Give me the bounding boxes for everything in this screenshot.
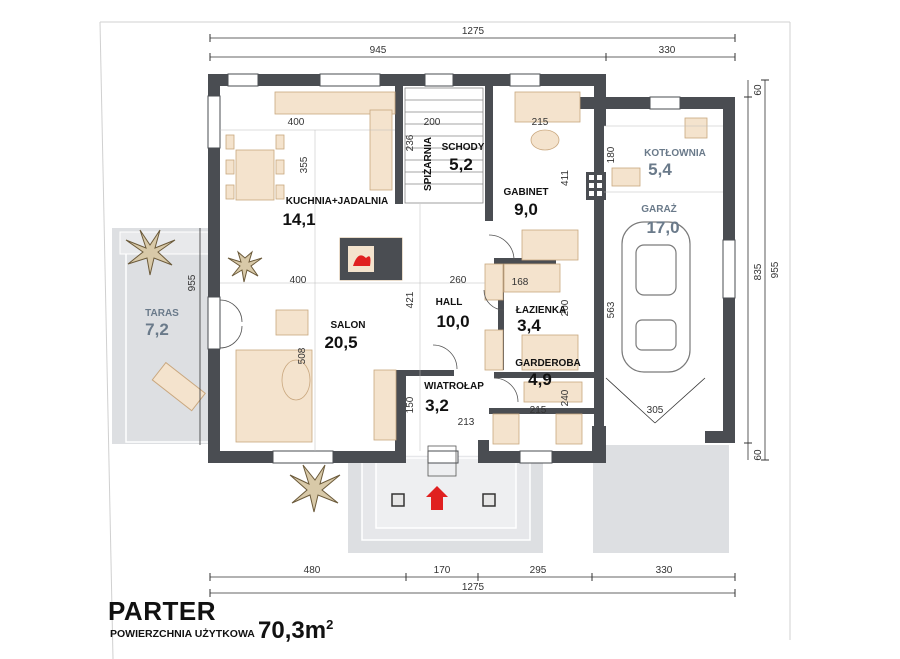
doors <box>219 234 519 477</box>
entrance-arrow-icon <box>426 486 448 510</box>
room-name-kotlownia: KOTŁOWNIA <box>644 148 706 159</box>
plan-subtitle: POWIERZCHNIA UŻYTKOWA <box>110 628 255 640</box>
room-area-garderoba: 4,9 <box>528 370 552 389</box>
inner-dim: 215 <box>530 405 547 416</box>
total-area-unit-sup: 2 <box>326 617 334 632</box>
room-area-gabinet: 9,0 <box>514 200 538 219</box>
dim-top-total: 1275 <box>462 26 485 37</box>
room-name-spizarnia: SPIŻARNIA <box>421 137 434 191</box>
lounger <box>151 361 206 412</box>
room-area-kotlownia: 5,4 <box>648 160 672 179</box>
room-name-taras: TARAS <box>145 308 179 319</box>
inner-dim: 240 <box>560 389 571 406</box>
vent-holes <box>589 175 602 196</box>
inner-dim: 260 <box>450 275 467 286</box>
room-area-wiatrolap: 3,2 <box>425 396 449 415</box>
garage-door <box>605 377 706 424</box>
inner-dim: 355 <box>299 156 310 173</box>
windows <box>207 73 736 464</box>
total-area-value: 70,3m <box>258 617 327 644</box>
dim-bottom-2: 170 <box>434 565 451 576</box>
walls <box>208 74 735 463</box>
planter-right <box>482 493 496 507</box>
dim-bottom-4: 330 <box>656 565 673 576</box>
inner-dim: 215 <box>532 117 549 128</box>
inner-dim: 563 <box>606 301 617 318</box>
dim-right-mid: 835 <box>753 263 764 280</box>
dim-right-top: 60 <box>753 84 764 96</box>
plan-total-area: 70,3m2 <box>258 617 333 645</box>
room-area-taras: 7,2 <box>145 320 169 339</box>
dim-bottom-3: 295 <box>530 565 547 576</box>
inner-dim: 305 <box>647 405 664 416</box>
room-name-wiatrolap: WIATROŁAP <box>424 381 484 392</box>
room-area-schody: 5,2 <box>449 155 473 174</box>
furniture <box>225 91 708 445</box>
dimension-lines <box>199 37 766 594</box>
inner-dim: 168 <box>512 277 529 288</box>
inner-dim: 421 <box>405 291 416 308</box>
stairs <box>404 87 484 204</box>
dim-right-bottom: 60 <box>753 449 764 461</box>
dim-left: 955 <box>187 274 198 291</box>
room-area-lazienka: 3,4 <box>517 316 541 335</box>
room-name-hall: HALL <box>436 297 463 308</box>
dim-top-right: 330 <box>659 45 676 56</box>
room-name-salon: SALON <box>331 320 366 331</box>
dim-bottom-total: 1275 <box>462 582 485 593</box>
dimension-ticks <box>209 34 769 597</box>
inner-dim: 400 <box>288 117 305 128</box>
dim-top-left: 945 <box>370 45 387 56</box>
dim-bottom-1: 480 <box>304 565 321 576</box>
inner-dim: 150 <box>405 396 416 413</box>
room-name-gabinet: GABINET <box>504 187 549 198</box>
grid-lines <box>220 125 723 451</box>
room-name-garaz: GARAŻ <box>641 202 677 215</box>
car-icon <box>621 221 691 373</box>
inner-dim: 400 <box>290 275 307 286</box>
room-area-hall: 10,0 <box>436 312 469 331</box>
room-area-salon: 20,5 <box>324 333 357 352</box>
fireplace <box>340 238 402 280</box>
room-name-lazienka: ŁAZIENKA <box>516 305 567 316</box>
inner-dim: 236 <box>405 134 416 151</box>
entrance-landing <box>375 457 517 529</box>
room-area-garaz: 17,0 <box>646 218 679 237</box>
inner-dim: 200 <box>424 117 441 128</box>
inner-dim: 508 <box>297 347 308 364</box>
plan-title: PARTER <box>108 596 216 626</box>
plant-icon <box>125 229 341 513</box>
inner-dim: 200 <box>560 299 571 316</box>
dim-right-total: 955 <box>770 261 781 278</box>
inner-dim: 180 <box>606 146 617 163</box>
inner-dim: 213 <box>458 417 475 428</box>
planter-left <box>391 493 405 507</box>
inner-dim: 411 <box>560 170 571 186</box>
room-name-garderoba: GARDEROBA <box>515 358 581 369</box>
room-name-schody: SCHODY <box>442 142 485 153</box>
room-area-kuchnia: 14,1 <box>282 210 315 229</box>
frame-left <box>99 21 114 659</box>
driveway <box>593 445 729 553</box>
room-name-kuchnia: KUCHNIA+JADALNIA <box>286 196 389 207</box>
